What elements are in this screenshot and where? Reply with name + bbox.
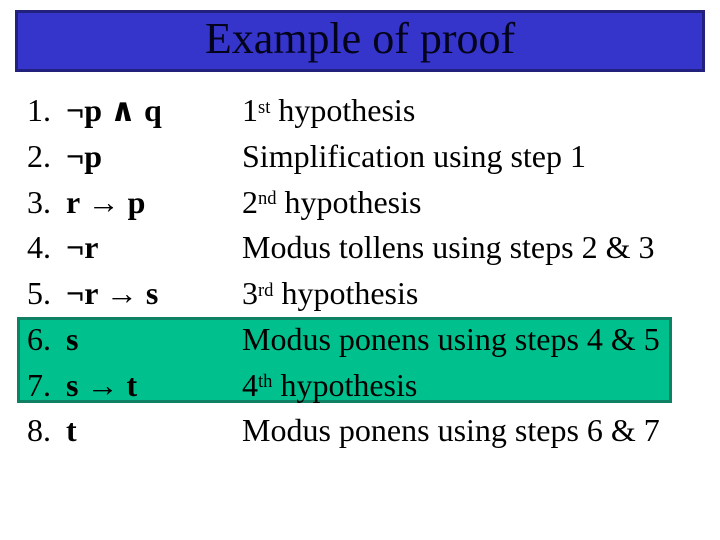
step-formula: r → p — [66, 183, 146, 220]
ordinal-superscript: nd — [258, 188, 277, 210]
proof-step-row-3: 3. r → p 2nd hypothesis — [0, 180, 720, 226]
proof-step-row-4: 4. ¬r Modus tollens using steps 2 & 3 — [0, 225, 720, 271]
justification-text: Simplification using step 1 — [242, 137, 586, 174]
slide-title: Example of proof — [204, 14, 516, 63]
step-number: 5. — [27, 275, 51, 311]
ordinal-superscript: th — [258, 371, 273, 393]
justification-text: Modus ponens using steps 4 & 5 — [242, 320, 660, 357]
proof-step-row-8: 8. t Modus ponens using steps 6 & 7 — [0, 408, 720, 454]
ordinal-superscript: rd — [258, 279, 274, 301]
step-justification: 1st hypothesis — [242, 88, 415, 134]
slide-title-bar: Example of proof — [15, 10, 705, 72]
justification-text: Modus tollens using steps 2 & 3 — [242, 229, 655, 266]
step-number: 2. — [27, 137, 51, 174]
proof-step-row-6: 6. s Modus ponens using steps 4 & 5 — [0, 317, 720, 363]
justification-text: hypothesis — [273, 275, 419, 311]
proof-step-row-5: 5. ¬r → s 3rd hypothesis — [0, 271, 720, 317]
step-justification: Modus ponens using steps 4 & 5 — [242, 317, 660, 363]
step-justification: Simplification using step 1 — [242, 134, 586, 180]
step-formula: ¬r → s — [66, 275, 159, 311]
justification-text: 4 — [242, 366, 258, 403]
justification-text: 2 — [242, 183, 258, 220]
justification-text: 1 — [242, 92, 258, 128]
proof-steps-list: 1. ¬p ∧ q 1st hypothesis 2. ¬p Simplific… — [0, 88, 720, 454]
proof-step-row-1: 1. ¬p ∧ q 1st hypothesis — [0, 88, 720, 134]
highlight-box-steps-6-7 — [17, 317, 672, 403]
step-formula: ¬r — [66, 229, 99, 266]
step-number: 7. — [27, 366, 51, 403]
step-number: 3. — [27, 183, 51, 220]
step-number: 4. — [27, 229, 51, 266]
ordinal-superscript: st — [258, 96, 271, 118]
justification-text: hypothesis — [270, 92, 416, 128]
justification-text: hypothesis — [276, 183, 422, 220]
step-number: 6. — [27, 320, 51, 357]
step-formula: ¬p — [66, 137, 103, 174]
justification-text: hypothesis — [272, 366, 418, 403]
step-number: 8. — [27, 412, 51, 449]
step-justification: Modus tollens using steps 2 & 3 — [242, 225, 654, 271]
step-formula: s — [66, 320, 79, 357]
step-justification: Modus ponens using steps 6 & 7 — [242, 408, 660, 454]
step-number: 1. — [27, 92, 51, 128]
proof-step-row-7: 7. s → t 4th hypothesis — [0, 363, 720, 409]
justification-text: 3 — [242, 275, 258, 311]
proof-step-row-2: 2. ¬p Simplification using step 1 — [0, 134, 720, 180]
step-formula: s → t — [66, 366, 138, 403]
step-formula: ¬p ∧ q — [66, 92, 162, 128]
justification-text: Modus ponens using steps 6 & 7 — [242, 412, 660, 449]
step-justification: 3rd hypothesis — [242, 271, 418, 317]
step-justification: 2nd hypothesis — [242, 180, 421, 226]
step-justification: 4th hypothesis — [242, 363, 417, 409]
step-formula: t — [66, 412, 77, 449]
